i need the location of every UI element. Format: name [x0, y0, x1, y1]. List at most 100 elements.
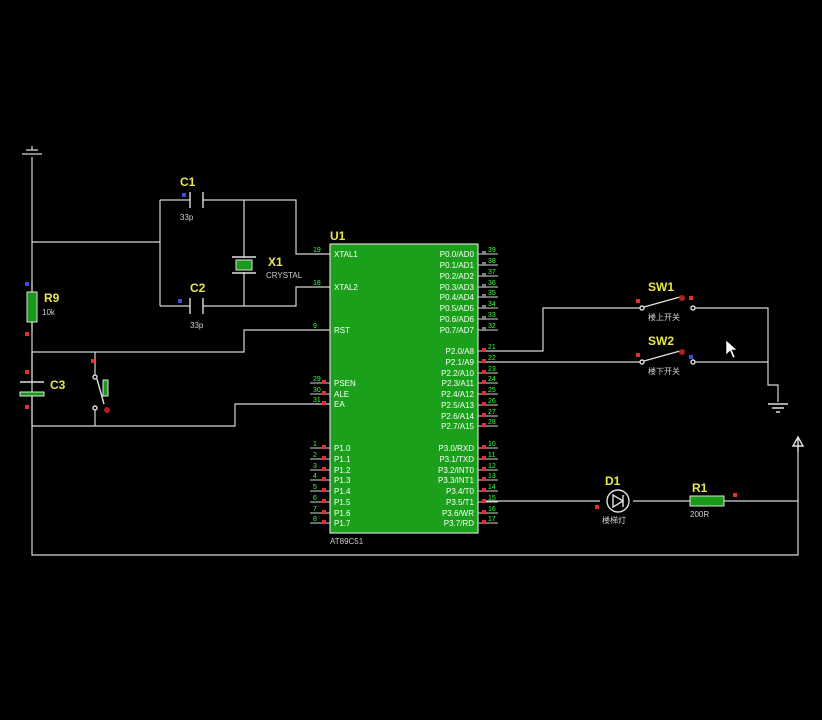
pin-state-marker [482, 305, 486, 309]
pin-number: 10 [488, 441, 496, 448]
pin-name: P0.4/AD4 [440, 293, 475, 302]
pin-number: 27 [488, 409, 496, 416]
pin-name: XTAL1 [334, 250, 358, 259]
pin-name: P2.0/A8 [446, 347, 475, 356]
pin-name: P2.2/A10 [441, 369, 474, 378]
pin-name: P3.7/RD [444, 519, 474, 528]
pin-name: P1.1 [334, 455, 351, 464]
capacitor-c2[interactable]: C2 33p [178, 281, 206, 330]
pin-number: 1 [313, 441, 317, 448]
pin-number: 12 [488, 463, 496, 470]
pin-name: P3.1/TXD [439, 455, 474, 464]
resistor-r9[interactable]: R9 10k [25, 282, 60, 336]
u1-pin-13[interactable]: 13 P3.3/INT1 [438, 473, 498, 485]
pin-state-marker [322, 488, 326, 492]
pin-name: P3.3/INT1 [438, 476, 475, 485]
pin-state-marker [482, 402, 486, 406]
switch-sw1[interactable]: SW1 楼上开关 [636, 280, 696, 322]
pin-state-marker [482, 488, 486, 492]
capacitor-c1[interactable]: C1 33p [180, 175, 204, 222]
pin-number: 22 [488, 355, 496, 362]
switch-sw2[interactable]: SW2 楼下开关 [636, 334, 696, 376]
pin-name: P1.2 [334, 466, 351, 475]
pin-name: P0.0/AD0 [440, 250, 475, 259]
led-d1[interactable]: D1 楼梯灯 [595, 474, 630, 525]
crystal-x1[interactable]: X1 CRYSTAL [232, 255, 303, 280]
pin-state-marker [482, 423, 486, 427]
pin-name: P2.5/A13 [441, 401, 474, 410]
pin-name: RST [334, 326, 350, 335]
pin-number: 13 [488, 473, 496, 480]
pin-state-marker [482, 477, 486, 481]
pin-state-marker [322, 467, 326, 471]
pin-name: P2.7/A15 [441, 422, 474, 431]
reset-pushbutton[interactable] [91, 359, 110, 413]
pin-state-marker [322, 391, 326, 395]
pin-number: 5 [313, 484, 317, 491]
pin-state-marker [482, 370, 486, 374]
pin-state-marker [482, 348, 486, 352]
pin-state-marker [322, 445, 326, 449]
pin-name: P1.6 [334, 509, 351, 518]
pin-number: 14 [488, 484, 496, 491]
pin-number: 15 [488, 495, 496, 502]
pin-number: 16 [488, 506, 496, 513]
pin-state-marker [482, 391, 486, 395]
power-arrow-icon [791, 435, 805, 452]
pin-number: 32 [488, 323, 496, 330]
pin-name: P0.5/AD5 [440, 304, 475, 313]
pin-state-marker [322, 520, 326, 524]
pin-number: 30 [313, 387, 321, 394]
c3-ref: C3 [50, 378, 66, 392]
pin-name: P1.7 [334, 519, 351, 528]
pin-state-marker [482, 380, 486, 384]
resistor-r1[interactable]: R1 200R [689, 481, 737, 519]
u1-pin-21[interactable]: 21 P2.0/A8 [446, 344, 498, 356]
capacitor-c3[interactable]: C3 [19, 352, 66, 426]
sw2-ref: SW2 [648, 334, 674, 348]
pin-state-marker [482, 294, 486, 298]
pin-state-marker [482, 510, 486, 514]
pin-state-marker [482, 251, 486, 255]
u1-pin-2[interactable]: 2 P1.1 [310, 452, 351, 464]
pin-number: 21 [488, 344, 496, 351]
pin-number: 2 [313, 452, 317, 459]
